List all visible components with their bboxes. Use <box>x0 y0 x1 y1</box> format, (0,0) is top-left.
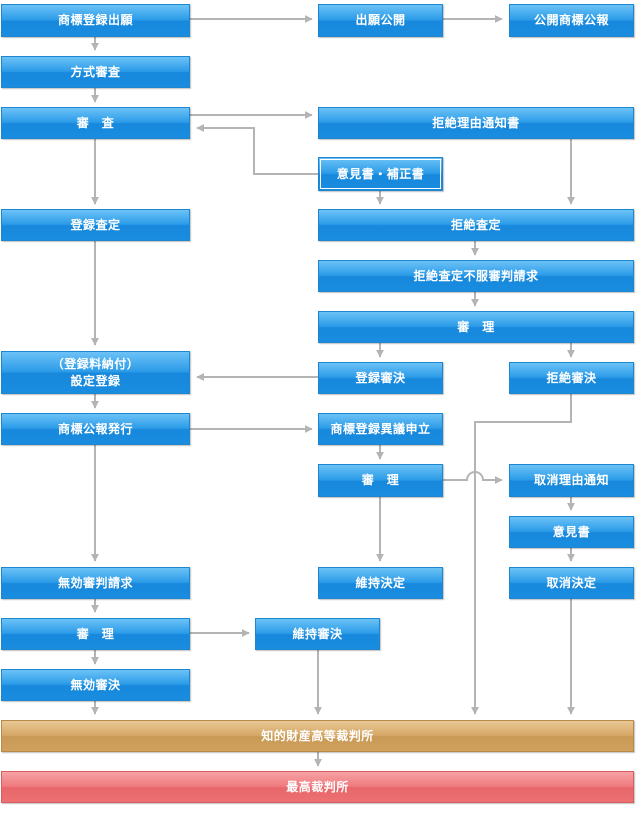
node-appeal-request: 拒絶査定不服審判請求 <box>318 260 634 292</box>
node-gazette-application: 公開商標公報 <box>509 4 634 37</box>
node-publication: 出願公開 <box>318 4 443 37</box>
node-refusal-trial-decision: 拒絶審決 <box>509 362 634 394</box>
node-cancel-decision: 取消決定 <box>509 567 634 599</box>
node-reg-decision: 登録査定 <box>1 209 190 241</box>
node-reg-trial-decision: 登録審決 <box>318 362 443 394</box>
node-exam: 審 査 <box>1 107 190 139</box>
node-gazette-registration: 商標公報発行 <box>1 413 190 445</box>
arrow-opp-trial-to-cancel-notice <box>443 471 503 484</box>
node-opinion: 意見書 <box>509 516 634 548</box>
node-ip-high-court: 知的財産高等裁判所 <box>1 720 634 752</box>
node-opinion-amend: 意見書・補正書 <box>318 157 443 191</box>
node-invalid-trial: 審 理 <box>1 618 190 650</box>
node-supreme-court: 最高裁判所 <box>1 771 634 803</box>
node-maintain-decision: 維持決定 <box>318 567 443 599</box>
node-opposition: 商標登録異議申立 <box>318 413 443 445</box>
arrow-opinion-back-to-exam <box>196 124 318 175</box>
node-refusal-notice: 拒絶理由通知書 <box>318 107 634 139</box>
node-invalid-decision: 無効審決 <box>1 669 190 701</box>
node-trial: 審 理 <box>318 311 634 343</box>
node-application: 商標登録出願 <box>1 4 190 37</box>
node-formal-exam: 方式審査 <box>1 56 190 88</box>
node-invalid-request: 無効審判請求 <box>1 567 190 599</box>
node-cancel-notice: 取消理由通知 <box>509 464 634 497</box>
node-opposition-trial: 審 理 <box>318 464 443 497</box>
node-fee-registration: （登録料納付） 設定登録 <box>1 351 190 394</box>
node-maintain-trial-decision: 維持審決 <box>255 618 380 650</box>
arrow-refusal-trial-decision-to-court <box>471 394 572 715</box>
node-refusal-decision: 拒絶査定 <box>318 209 634 241</box>
